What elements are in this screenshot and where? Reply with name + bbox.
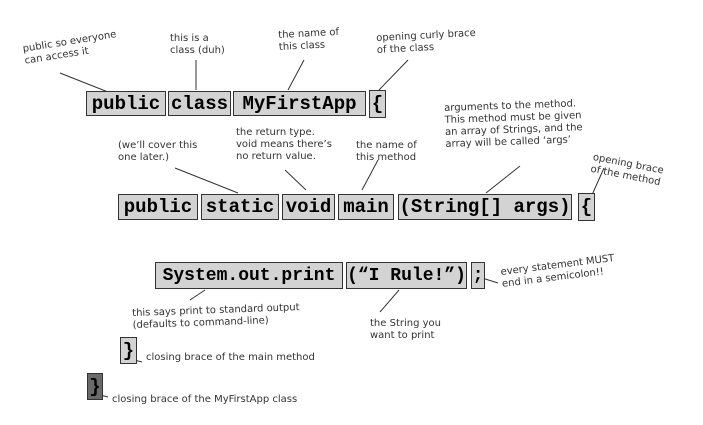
open-brace-class-box: { [369,90,386,118]
open-brace-method-box: { [578,193,595,221]
connector-public-access [59,72,109,93]
connector-open-method [591,167,605,196]
keyword-static: static [201,194,279,220]
semicolon-box: ; [471,262,485,289]
class-name-box: MyFirstApp [233,91,366,116]
connector-print-stmt [189,289,206,301]
connector-static-kw [174,167,239,194]
close-brace-class-box: } [87,373,103,400]
method-name-box: main [338,194,394,220]
keyword-void: void [282,194,335,220]
annotation-static-keyword: (we’ll cover this one later.) [118,140,198,163]
connector-class-name [287,59,305,91]
connector-open-class [378,59,409,91]
annotation-args: arguments to the method. This method mus… [444,98,583,150]
annotation-string: the String you want to print [370,318,441,341]
string-argument-box: (“I Rule!”) [346,262,467,289]
close-brace-method-box: } [120,337,137,364]
keyword-public-class-line: public [86,91,166,116]
keyword-public-method-line: public [118,194,198,220]
print-call-box: System.out.print [155,262,343,289]
keyword-class: class [168,91,231,116]
annotation-close-brace-method: closing brace of the main method [146,352,315,363]
connector-string [379,289,400,313]
connector-args [485,165,521,194]
connector-return-type [284,169,307,191]
annotation-method-name: the name of this method [356,140,417,163]
annotation-class-name: the name of this class [278,26,340,53]
annotation-return-type: the return type. void means there’s no r… [236,127,332,162]
annotation-class-keyword: this is a class (duh) [170,33,225,56]
args-box: (String[] args) [398,194,572,220]
annotation-close-brace-class: closing brace of the MyFirstApp class [112,394,298,405]
connector-method-name [361,159,379,191]
